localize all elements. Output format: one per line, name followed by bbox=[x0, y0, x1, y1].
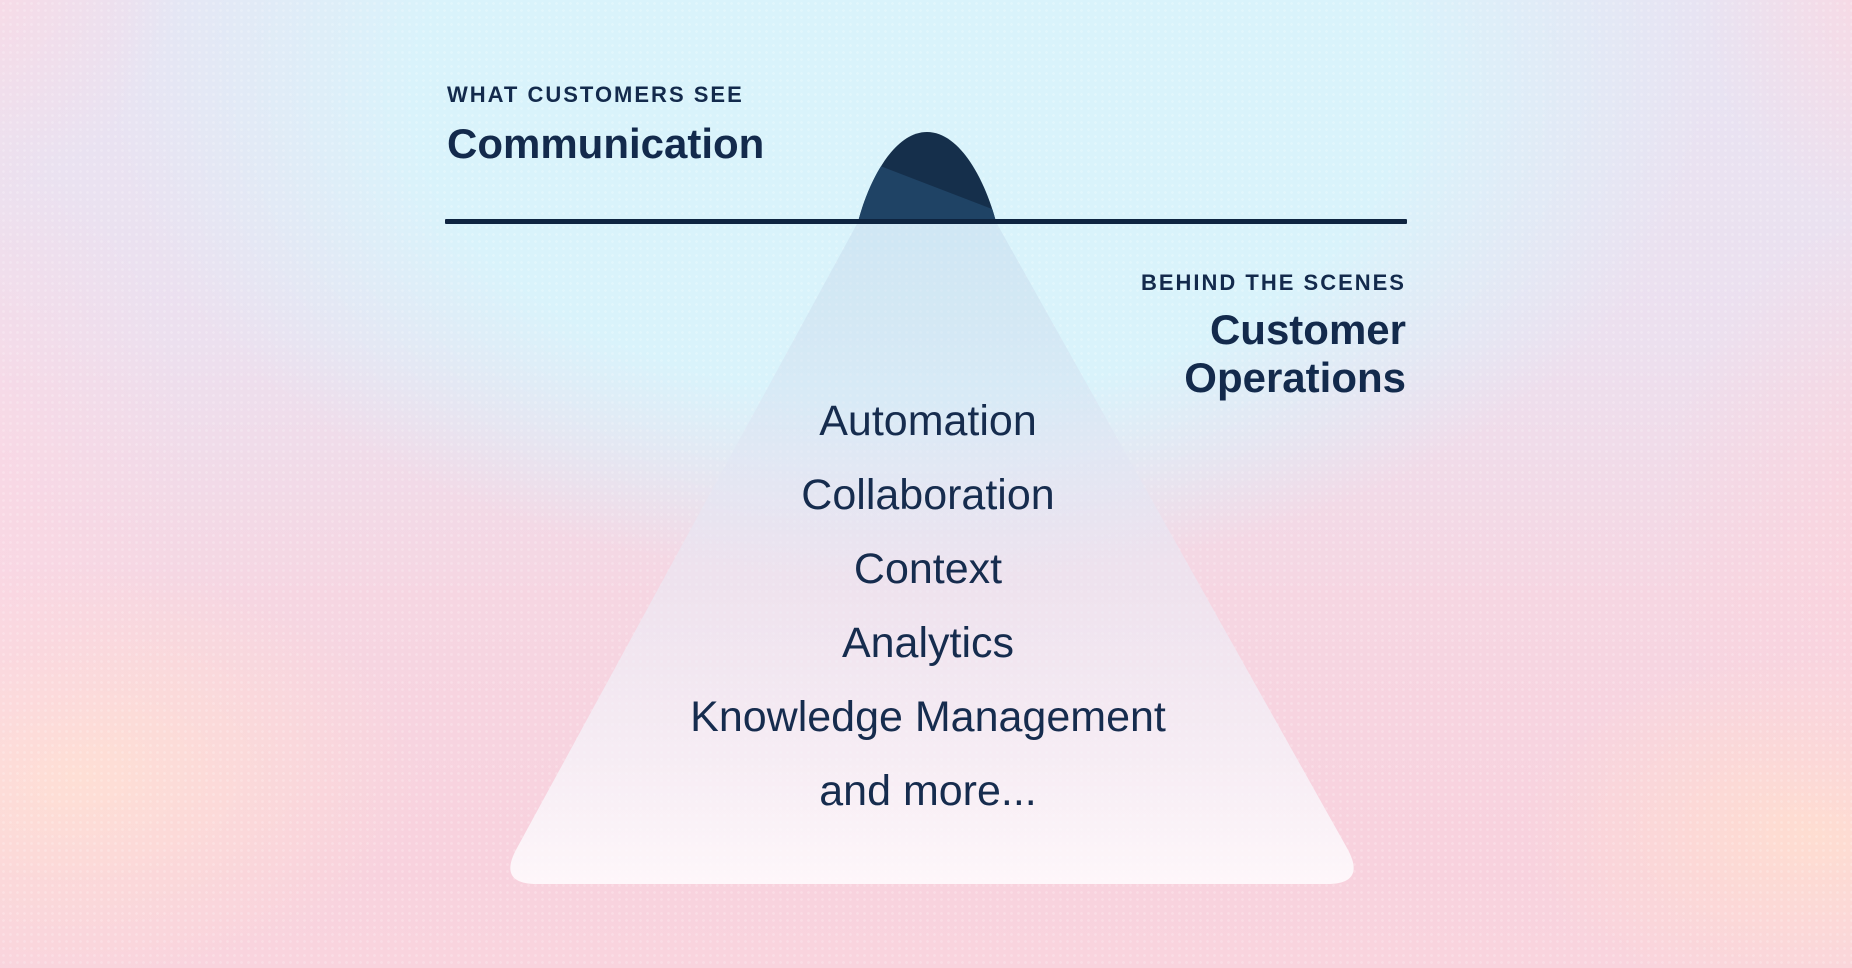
iceberg-item: Automation bbox=[819, 397, 1037, 445]
iceberg-pyramid bbox=[510, 222, 1354, 884]
below-waterline-label: BEHIND THE SCENES Customer Operations bbox=[1141, 272, 1406, 402]
below-waterline-eyebrow: BEHIND THE SCENES bbox=[1140, 270, 1406, 295]
above-waterline-label: WHAT CUSTOMERS SEE Communication bbox=[447, 84, 764, 168]
waterline bbox=[445, 219, 1407, 224]
below-waterline-title: Customer Operations bbox=[1184, 306, 1406, 401]
above-waterline-eyebrow: WHAT CUSTOMERS SEE bbox=[447, 82, 744, 107]
iceberg-item: Knowledge Management bbox=[690, 693, 1166, 741]
iceberg-item: Context bbox=[853, 545, 1003, 593]
iceberg-item-list: Automation Collaboration Context Analyti… bbox=[690, 384, 1166, 828]
iceberg-item: Collaboration bbox=[801, 471, 1055, 519]
iceberg-item: and more... bbox=[819, 767, 1037, 815]
iceberg-item: Analytics bbox=[841, 619, 1015, 667]
above-waterline-title: Communication bbox=[447, 120, 765, 167]
